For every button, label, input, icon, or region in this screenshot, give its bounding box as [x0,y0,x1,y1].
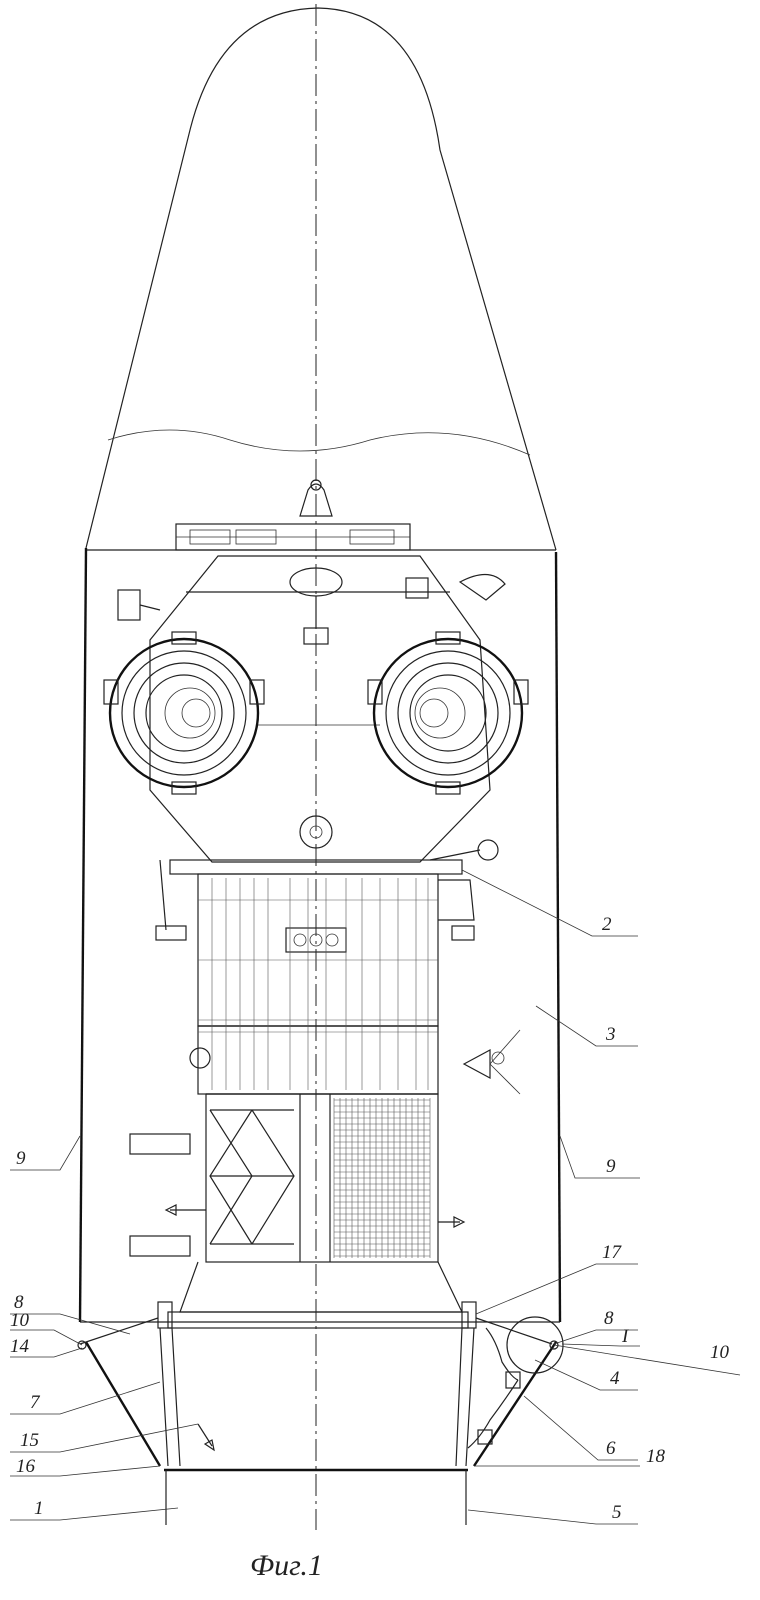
callout-10-right: 10 [710,1342,730,1363]
callout-2: 2 [602,914,612,935]
callout-14: 14 [10,1336,30,1357]
callout-16: 16 [16,1456,36,1477]
pipeline-4 [467,1327,519,1449]
callout-8-left: 8 [14,1292,24,1313]
detail-I-circle [506,1316,564,1374]
callout-15: 15 [20,1430,39,1451]
arrow-15-shaft [197,1423,213,1447]
callout-6: 6 [606,1438,616,1459]
fairing-right-wall [554,551,562,1323]
service-module-frame [129,839,521,1263]
right-support-strut [472,1341,558,1467]
docking-ring-right [367,631,529,795]
top-antenna-assembly [175,479,411,551]
callout-10-left: 10 [10,1310,30,1331]
hinge-joint-left [77,1340,87,1350]
hinge-joint-right [549,1340,559,1350]
arrow-15-head [203,1439,215,1452]
figure-caption: Фиг.1 [250,1549,323,1582]
radiator-mesh-panel [333,1098,431,1258]
fairing-nose-cone [85,7,557,551]
callout-7: 7 [30,1392,41,1413]
adapter-section [80,1261,560,1467]
docking-ring-left [103,631,265,795]
transfer-compartment [164,1468,468,1525]
right-edge-tie [475,1317,553,1345]
callout-1: 1 [34,1498,44,1519]
callout-4: 4 [610,1368,620,1389]
callout-18: 18 [646,1446,666,1467]
frame-grid [198,878,438,1090]
callout-9-right: 9 [606,1156,616,1177]
callout-9-left: 9 [16,1148,26,1169]
callout-3: 3 [605,1024,616,1045]
callout-I: I [621,1326,630,1347]
orbital-module [117,555,506,863]
callout-8-right: 8 [604,1308,614,1329]
callout-17: 17 [602,1242,623,1263]
valve-unit [505,1371,521,1389]
lower-valve-unit [477,1429,493,1445]
left-support-strut [84,1341,162,1467]
callout-5: 5 [612,1502,622,1523]
fairing-left-wall [78,547,88,1323]
fairing-wavy-break-line [107,429,531,456]
callout-leaders [10,869,741,1525]
